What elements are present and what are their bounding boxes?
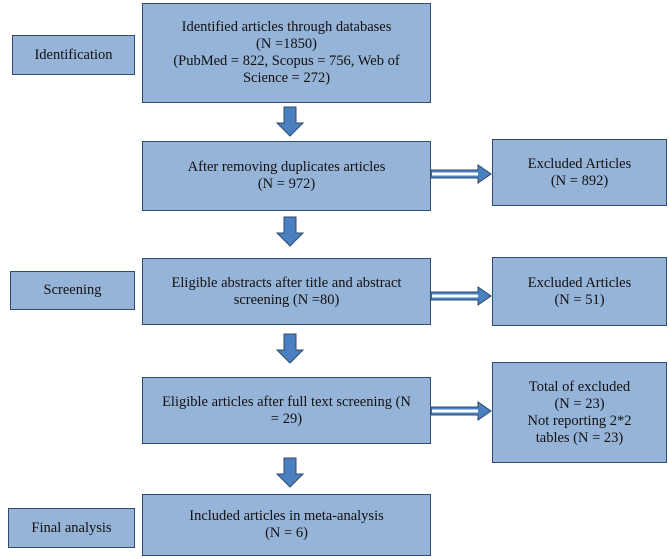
eligible-full-text-box: Eligible articles after full text screen… — [142, 377, 431, 444]
excluded2-line-2: (N = 51) — [554, 291, 605, 308]
stage-screening-label: Screening — [43, 282, 102, 298]
excluded2-line-1: Excluded Articles — [527, 274, 632, 291]
stage-screening: Screening — [10, 271, 135, 310]
eligible-full-line-1: Eligible articles after full text screen… — [162, 393, 411, 410]
eligible-abstracts-line-2: screening (N =80) — [233, 291, 340, 308]
stage-final-analysis-label: Final analysis — [31, 519, 112, 536]
eligible-full-line-2: = 29) — [270, 410, 303, 427]
identified-line-3: (PubMed = 822, Scopus = 756, Web of — [173, 53, 400, 69]
included-line-2: (N = 6) — [265, 525, 308, 541]
down-arrow-3 — [275, 333, 305, 364]
down-arrow-1 — [275, 106, 305, 137]
eligible-abstracts-box: Eligible abstracts after title and abstr… — [142, 258, 431, 325]
excluded3-line-2: (N = 23) — [554, 395, 605, 412]
excluded-articles-box-1: Excluded Articles (N = 892) — [492, 139, 667, 206]
excluded1-line-1: Excluded Articles — [527, 155, 632, 172]
included-line-1: Included articles in meta-analysis — [189, 508, 384, 524]
down-arrow-2 — [275, 216, 305, 247]
excluded3-line-1: Total of excluded — [528, 378, 631, 395]
duplicates-removed-box: After removing duplicates articles (N = … — [142, 141, 431, 211]
identified-line-4: Science = 272) — [242, 70, 331, 86]
excluded3-line-3: Not reporting 2*2 — [527, 412, 632, 429]
excluded-articles-box-3: Total of excluded (N = 23) Not reporting… — [492, 362, 667, 463]
dedup-line-1: After removing duplicates articles — [187, 159, 386, 175]
identified-articles-box: Identified articles through databases (N… — [142, 3, 431, 103]
excluded-articles-box-2: Excluded Articles (N = 51) — [492, 257, 667, 326]
stage-final-analysis: Final analysis — [8, 508, 135, 548]
identified-line-2: (N =1850) — [256, 36, 317, 52]
stage-identification: Identification — [12, 35, 135, 75]
excluded3-line-4: tables (N = 23) — [535, 429, 624, 446]
included-articles-box: Included articles in meta-analysis (N = … — [142, 494, 431, 556]
excluded1-line-2: (N = 892) — [550, 172, 609, 189]
down-arrow-4 — [275, 457, 305, 488]
identified-line-1: Identified articles through databases — [181, 19, 392, 35]
dedup-line-2: (N = 972) — [257, 176, 316, 192]
eligible-abstracts-line-1: Eligible abstracts after title and abstr… — [171, 274, 402, 291]
stage-identification-label: Identification — [34, 46, 113, 63]
